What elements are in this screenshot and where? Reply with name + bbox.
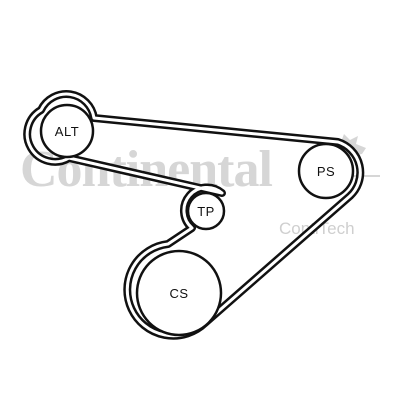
pulley-cs-label: CS: [169, 286, 188, 301]
pulley-cs: CS: [135, 249, 223, 337]
pulley-ps: PS: [297, 142, 355, 200]
pulley-ps-label: PS: [317, 164, 335, 179]
pulley-tp-label: TP: [197, 204, 215, 219]
drive-belt: [23, 90, 365, 340]
pulley-tp: TP: [186, 191, 226, 231]
pulley-alt: ALT: [39, 103, 95, 159]
pulley-alt-label: ALT: [55, 124, 79, 139]
